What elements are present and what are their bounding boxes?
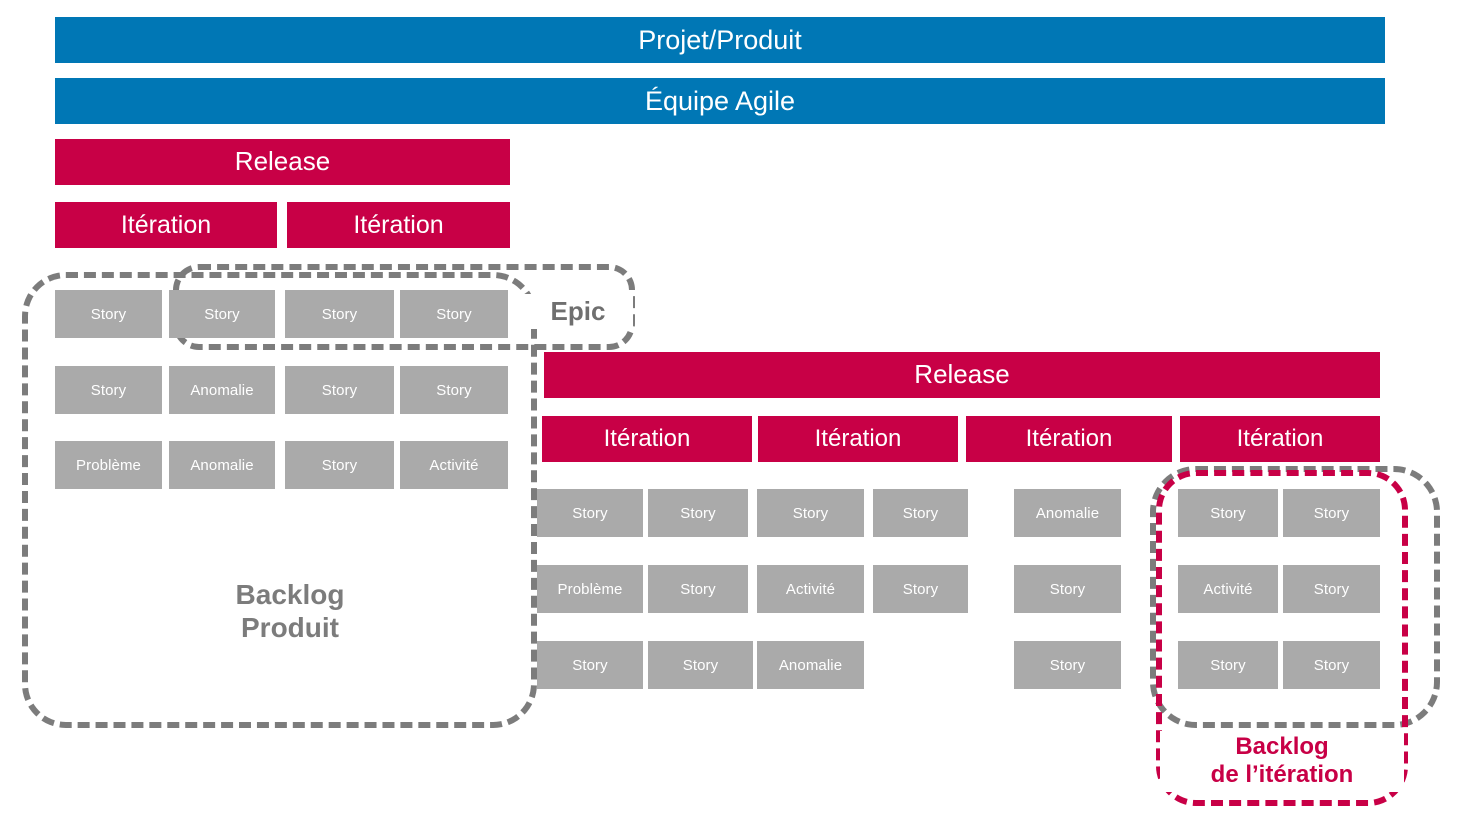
epic-label: Epic	[523, 294, 633, 329]
left-card-r1c1: Story	[55, 290, 162, 338]
agile-team-bar: Équipe Agile	[55, 78, 1385, 124]
right-card-r3c1: Story	[537, 641, 643, 689]
right-card-r3c5: Story	[1014, 641, 1121, 689]
iteration-backlog-label: Backlog de l’itération	[1160, 731, 1404, 792]
left-iteration-1: Itération	[55, 202, 277, 248]
right-iteration-3: Itération	[966, 416, 1172, 462]
left-card-r1c3: Story	[285, 290, 394, 338]
left-card-r3c2: Anomalie	[169, 441, 275, 489]
right-card-r3c7: Story	[1283, 641, 1380, 689]
right-card-r1c4: Story	[873, 489, 968, 537]
right-card-r1c1: Story	[537, 489, 643, 537]
product-backlog-frame	[22, 272, 537, 728]
right-card-r1c2: Story	[648, 489, 748, 537]
right-card-r3c2: Story	[648, 641, 753, 689]
right-card-r1c5: Anomalie	[1014, 489, 1121, 537]
left-card-r2c4: Story	[400, 366, 508, 414]
left-card-r3c1: Problème	[55, 441, 162, 489]
left-card-r1c4: Story	[400, 290, 508, 338]
right-card-r3c3: Anomalie	[757, 641, 864, 689]
right-card-r2c7: Story	[1283, 565, 1380, 613]
right-card-r2c6: Activité	[1178, 565, 1278, 613]
project-product-bar: Projet/Produit	[55, 17, 1385, 63]
product-backlog-label: Backlog Produit	[170, 575, 410, 647]
left-card-r3c4: Activité	[400, 441, 508, 489]
left-card-r2c1: Story	[55, 366, 162, 414]
right-card-r1c3: Story	[757, 489, 864, 537]
left-card-r3c3: Story	[285, 441, 394, 489]
left-iteration-2: Itération	[287, 202, 510, 248]
right-iteration-4: Itération	[1180, 416, 1380, 462]
right-iteration-1: Itération	[542, 416, 752, 462]
left-card-r2c2: Anomalie	[169, 366, 275, 414]
right-card-r2c5: Story	[1014, 565, 1121, 613]
left-card-r2c3: Story	[285, 366, 394, 414]
right-release-bar: Release	[544, 352, 1380, 398]
right-card-r3c6: Story	[1178, 641, 1278, 689]
right-card-r2c4: Story	[873, 565, 968, 613]
right-iteration-2: Itération	[758, 416, 958, 462]
right-card-r2c1: Problème	[537, 565, 643, 613]
left-release-bar: Release	[55, 139, 510, 185]
right-card-r2c3: Activité	[757, 565, 864, 613]
left-card-r1c2: Story	[169, 290, 275, 338]
right-card-r1c6: Story	[1178, 489, 1278, 537]
right-card-r2c2: Story	[648, 565, 748, 613]
right-card-r1c7: Story	[1283, 489, 1380, 537]
